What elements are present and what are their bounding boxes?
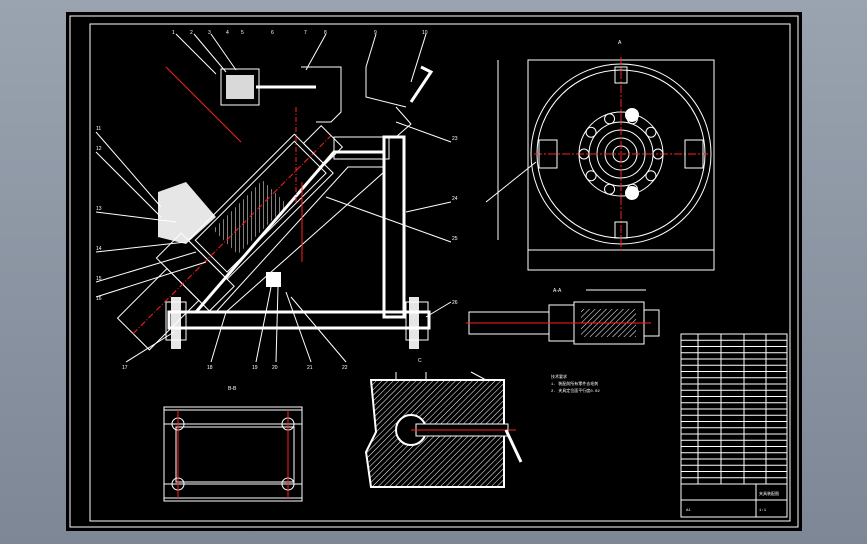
drawing-sheet: 1 2 3 4 5 6 7 8 9 10 11 12 13 14 15 16 1… bbox=[66, 12, 802, 531]
red-axis bbox=[165, 66, 242, 143]
drawing-sheet-size: A1 bbox=[686, 509, 691, 513]
part-label: 23 bbox=[452, 136, 458, 142]
cam bbox=[395, 106, 412, 138]
part-label: 20 bbox=[272, 365, 278, 371]
cad-drawing: 1 2 3 4 5 6 7 8 9 10 11 12 13 14 15 16 1… bbox=[69, 15, 799, 528]
part-label: 4 bbox=[226, 30, 229, 36]
right-foot bbox=[405, 301, 429, 341]
part-label: 5 bbox=[241, 30, 244, 36]
lever-tip bbox=[504, 429, 523, 463]
handle-link bbox=[365, 67, 407, 108]
part-label: 7 bbox=[304, 30, 307, 36]
right-leg-bolt bbox=[409, 297, 419, 349]
part-label: 11 bbox=[96, 126, 101, 132]
note-line: 1. 装配前所有零件去毛刺 bbox=[551, 380, 598, 387]
plan-view-bb: B-B bbox=[163, 386, 303, 502]
plan-inner bbox=[175, 426, 295, 483]
drawing-scale: 1:1 bbox=[759, 509, 767, 513]
view-label: A-A bbox=[553, 288, 562, 294]
part-label: 12 bbox=[96, 146, 102, 152]
frame-triangle bbox=[224, 170, 385, 313]
view-label: A bbox=[618, 40, 622, 46]
note-line: 技术要求 bbox=[551, 373, 567, 380]
drawing-frame bbox=[89, 23, 791, 522]
diagonal-frame bbox=[194, 150, 384, 313]
technical-notes: 技术要求 1. 装配前所有零件去毛刺 2. 夹具定位面平行度0.02 bbox=[551, 373, 600, 394]
top-clamp-fill bbox=[226, 75, 254, 99]
bolt-hole bbox=[652, 148, 664, 160]
bolt-hole bbox=[645, 170, 657, 182]
main-assembly-view bbox=[116, 65, 434, 351]
outer-border bbox=[69, 15, 799, 528]
part-label: 21 bbox=[307, 365, 313, 371]
part-number-labels: 1 2 3 4 5 6 7 8 9 10 11 12 13 14 15 16 1… bbox=[96, 30, 458, 371]
filled-hole bbox=[625, 108, 639, 122]
part-label: 1 bbox=[172, 30, 175, 36]
jaw-left bbox=[538, 139, 558, 169]
part-label: 10 bbox=[422, 30, 428, 36]
note-line: 2. 夹具定位面平行度0.02 bbox=[551, 387, 600, 394]
part-label: 14 bbox=[96, 246, 102, 252]
jaw-top bbox=[614, 66, 628, 84]
part-label: 16 bbox=[96, 296, 102, 302]
part-label: 26 bbox=[452, 300, 458, 306]
part-label: 6 bbox=[271, 30, 274, 36]
clamp-screw bbox=[266, 272, 281, 287]
part-label: 18 bbox=[207, 365, 213, 371]
view-label: B-B bbox=[228, 386, 237, 392]
part-label: 2 bbox=[190, 30, 193, 36]
plan-outer bbox=[163, 406, 303, 502]
part-label: 25 bbox=[452, 236, 458, 242]
filled-hole bbox=[625, 186, 639, 200]
bolt-hole bbox=[585, 126, 597, 138]
shaft-detail-view: A-A bbox=[466, 288, 660, 345]
bolt-hole bbox=[645, 126, 657, 138]
jaw-right bbox=[684, 139, 704, 169]
bolt-hole bbox=[578, 148, 590, 160]
part-label: 9 bbox=[374, 30, 377, 36]
bolt-hole bbox=[585, 170, 597, 182]
part-label: 13 bbox=[96, 206, 102, 212]
part-label: 3 bbox=[208, 30, 211, 36]
jaw-bottom bbox=[614, 221, 628, 239]
handle-grip bbox=[409, 65, 434, 103]
bolt-hole bbox=[604, 183, 616, 195]
lever-arm bbox=[301, 66, 342, 123]
part-label: 22 bbox=[342, 365, 348, 371]
view-label: C bbox=[418, 358, 422, 364]
end-cap bbox=[302, 125, 344, 166]
column-cap bbox=[333, 136, 390, 160]
part-label: 17 bbox=[122, 365, 128, 371]
part-label: 8 bbox=[324, 30, 327, 36]
part-callouts bbox=[95, 33, 452, 363]
diagonal-frame-inner bbox=[215, 166, 384, 313]
part-label: 15 bbox=[96, 276, 102, 282]
section-view-circular: A bbox=[485, 40, 715, 271]
workpiece bbox=[158, 182, 216, 244]
part-label: 24 bbox=[452, 196, 458, 202]
base-plate bbox=[167, 310, 431, 330]
fixture-centerline bbox=[132, 135, 332, 334]
part-label: 19 bbox=[252, 365, 258, 371]
drawing-name: 夹具装配图 bbox=[759, 490, 779, 497]
title-block: 夹具装配图 1:1 A1 bbox=[680, 333, 788, 518]
title-block-frame bbox=[680, 333, 788, 518]
upright-column bbox=[382, 135, 406, 319]
plan-top-rail bbox=[163, 409, 303, 425]
bolt-hole bbox=[604, 113, 616, 125]
hatched-section-c: C bbox=[364, 358, 523, 488]
plan-bottom-rail bbox=[163, 483, 303, 499]
